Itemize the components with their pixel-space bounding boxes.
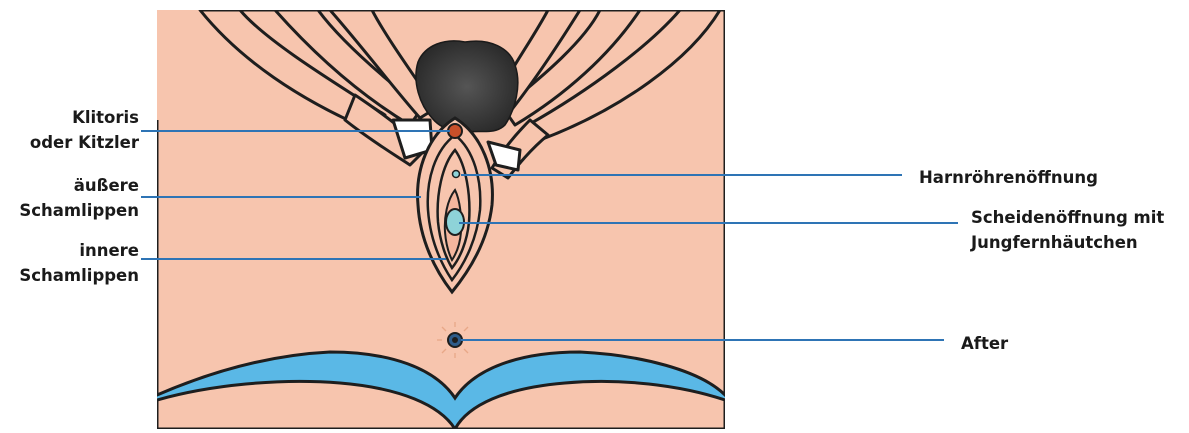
label-innere-line2: Schamlippen <box>19 263 139 288</box>
label-harn-line1: Harnröhrenöffnung <box>919 165 1098 190</box>
label-after: After <box>961 331 1008 356</box>
label-innere-schamlippen: innere Schamlippen <box>19 238 139 288</box>
clitoris-dot <box>448 124 462 138</box>
urethra-dot <box>453 171 460 178</box>
label-scheide-line1: Scheidenöffnung mit <box>971 205 1164 230</box>
label-klitoris-line2: oder Kitzler <box>30 130 139 155</box>
label-klitoris-line1: Klitoris <box>30 105 139 130</box>
label-aeussere-line1: äußere <box>19 173 139 198</box>
label-harnroehrenoeffnung: Harnröhrenöffnung <box>919 165 1098 190</box>
label-aeussere-line2: Schamlippen <box>19 198 139 223</box>
label-after-line1: After <box>961 331 1008 356</box>
label-klitoris: Klitoris oder Kitzler <box>30 105 139 155</box>
label-aeussere-schamlippen: äußere Schamlippen <box>19 173 139 223</box>
label-innere-line1: innere <box>19 238 139 263</box>
label-scheide-line2: Jungfernhäutchen <box>971 230 1164 255</box>
label-scheidenoeffnung: Scheidenöffnung mit Jungfernhäutchen <box>971 205 1164 255</box>
